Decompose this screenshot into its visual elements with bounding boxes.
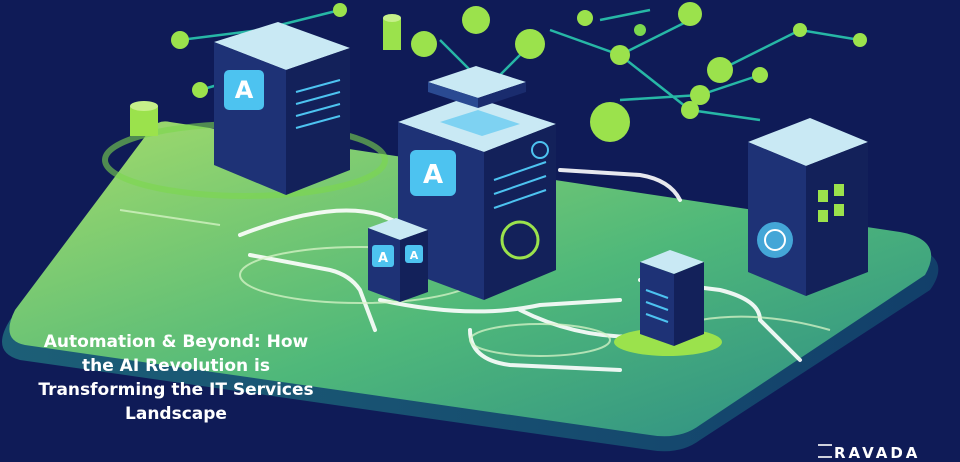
brand-mark-icon [818, 444, 832, 458]
server-small-letter-2: A [410, 249, 419, 262]
brand-name: RAVADA [834, 444, 921, 462]
server-bottom [614, 250, 722, 356]
server-small: A A [368, 218, 428, 302]
server-center-cap [428, 66, 526, 136]
database-cylinders [130, 14, 401, 136]
brand-logo: RAVADA [818, 444, 920, 462]
circuit-lines [238, 168, 802, 372]
headline: Automation & Beyond: How the AI Revoluti… [38, 332, 314, 424]
server-right [748, 118, 868, 296]
network-nodes [171, 2, 867, 142]
server-left: A [214, 22, 350, 195]
server-left-letter: A [235, 76, 254, 104]
server-small-letter-1: A [378, 251, 388, 266]
server-center-letter: A [423, 160, 443, 190]
